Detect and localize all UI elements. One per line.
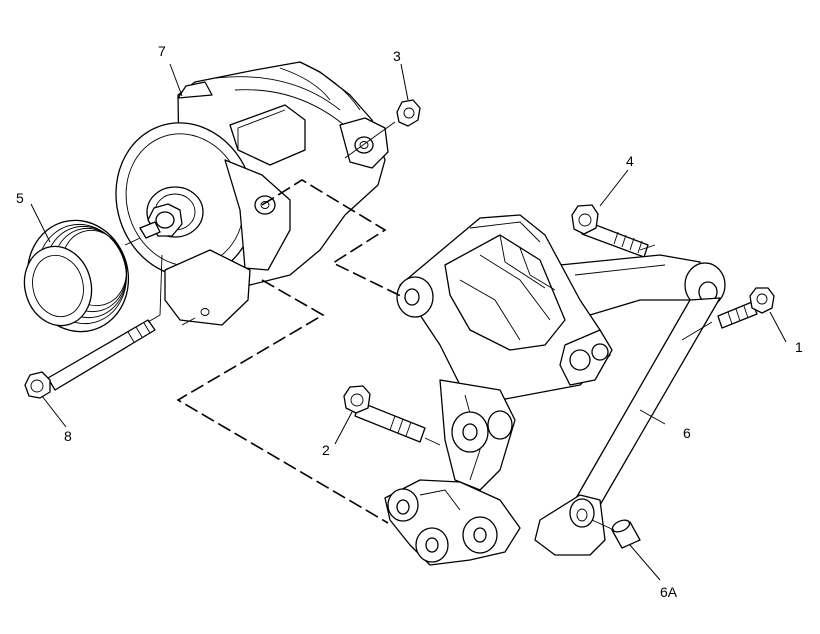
alignment-solid-lines <box>124 121 713 531</box>
callout-7: 7 <box>158 43 166 59</box>
pulley <box>23 219 130 333</box>
callout-6: 6 <box>683 425 691 441</box>
callout-4: 4 <box>626 153 634 169</box>
callout-labels: 7 3 5 4 1 6 2 8 6A <box>16 43 803 600</box>
bolt-4 <box>571 204 649 258</box>
callout-8: 8 <box>64 428 72 444</box>
nut-3 <box>396 99 421 127</box>
alignment-lines <box>176 179 406 524</box>
bolt-2 <box>343 385 426 443</box>
callout-1: 1 <box>795 339 803 355</box>
leader-lines <box>30 63 787 581</box>
callout-5: 5 <box>16 190 24 206</box>
dowel-pin-6a <box>611 519 641 549</box>
bolt-8 <box>24 319 156 399</box>
mounting-bracket <box>384 214 726 566</box>
bolt-1 <box>717 287 775 329</box>
alternator <box>115 61 389 326</box>
callout-6a: 6A <box>660 584 678 600</box>
callout-3: 3 <box>393 48 401 64</box>
callout-2: 2 <box>322 442 330 458</box>
